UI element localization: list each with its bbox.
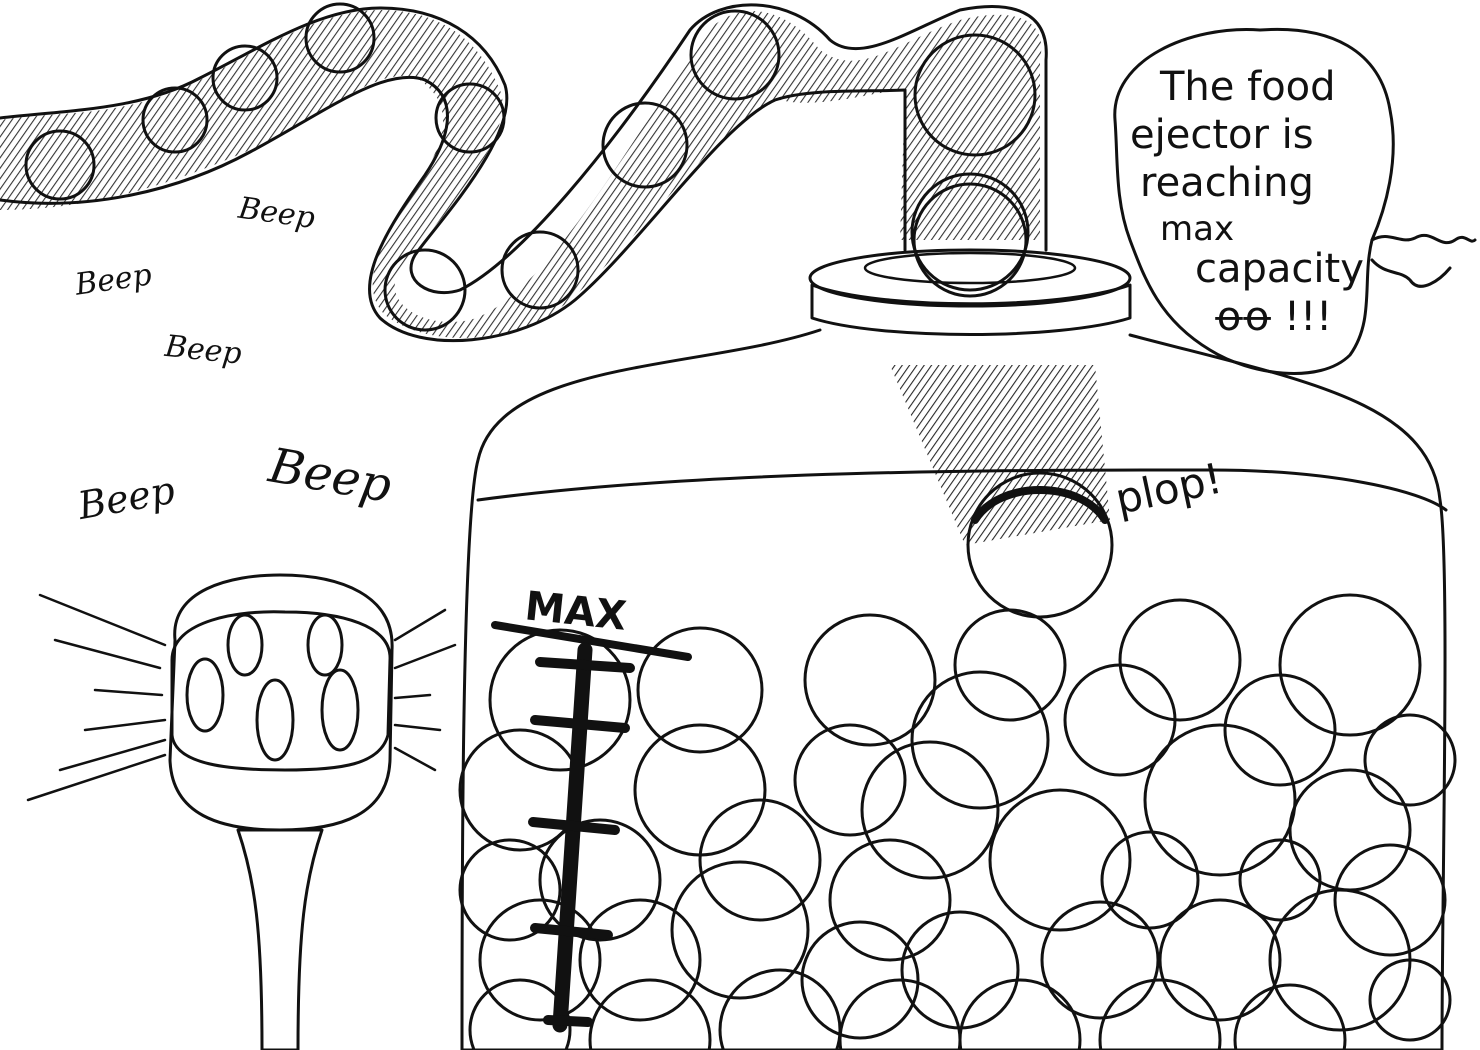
- food-ball: [800, 920, 920, 1040]
- plop-sfx: plop!: [1111, 454, 1226, 524]
- food-ball: [1238, 838, 1322, 922]
- food-ball: [698, 798, 822, 922]
- sensor-light: [320, 668, 360, 752]
- collar-inner: [863, 251, 1077, 285]
- bubble-outline: [1113, 27, 1395, 375]
- food-ball: [803, 613, 937, 747]
- food-ball: [458, 838, 562, 942]
- sensor-glow-lines: [26, 593, 457, 802]
- food-ball: [913, 33, 1037, 157]
- food-ball: [953, 608, 1067, 722]
- food-ball: [500, 230, 580, 310]
- food-ball: [1158, 898, 1282, 1022]
- bubble-tail-squiggle: [1370, 234, 1477, 288]
- bubble-line-6: ꝋꝋ !!!: [1215, 294, 1332, 340]
- food-ball: [1233, 983, 1347, 1050]
- bubble-line-2: ejector is: [1130, 112, 1314, 158]
- beep-sfx: Beep: [162, 329, 243, 372]
- max-gauge: MAX: [491, 583, 692, 1033]
- bubble-line-1: The food: [1159, 64, 1336, 110]
- gauge-column: [552, 642, 593, 1033]
- food-ball: [633, 723, 767, 857]
- food-ball: [434, 82, 506, 154]
- food-ball: [141, 86, 209, 154]
- beep-sfx: Beep: [264, 437, 396, 514]
- food-ball: [601, 101, 689, 189]
- food-ball: [1288, 768, 1412, 892]
- food-ball: [689, 9, 781, 101]
- food-ball: [304, 2, 376, 74]
- tube-shading: [0, 10, 1042, 338]
- sensor-window: [170, 610, 392, 772]
- food-ball: [1333, 843, 1447, 957]
- ball-shadow-arc: [971, 486, 1109, 524]
- food-ball: [488, 628, 632, 772]
- food-ball: [468, 978, 572, 1050]
- beep-sfx: Beep: [72, 257, 154, 302]
- food-ball: [838, 978, 962, 1050]
- food-ball: [910, 670, 1050, 810]
- food-ball: [910, 172, 1030, 292]
- beeping-sensor: [26, 573, 457, 1050]
- sensor-stem: [236, 828, 324, 1050]
- tube-food-balls: [24, 2, 1037, 332]
- falling-food-ball: [890, 365, 1114, 619]
- gauge-top-line: [491, 621, 692, 661]
- food-ball-in-collar: [912, 182, 1028, 298]
- food-ball: [1098, 978, 1222, 1050]
- beep-sfx: Beep: [74, 468, 178, 528]
- sensor-light: [306, 613, 344, 677]
- food-ball: [538, 818, 662, 942]
- food-ball: [1368, 958, 1452, 1042]
- food-ball: [1268, 888, 1412, 1032]
- collar-ridges: [810, 283, 1132, 336]
- food-ball: [1063, 663, 1177, 777]
- gauge-tick: [543, 1015, 593, 1027]
- food-ball: [670, 860, 810, 1000]
- container-body: [460, 328, 1447, 1050]
- food-ball: [588, 978, 712, 1050]
- food-ball: [958, 978, 1082, 1050]
- food-ball: [966, 471, 1114, 619]
- food-ball: [1223, 673, 1337, 787]
- food-ball: [718, 968, 842, 1050]
- food-ball: [1040, 900, 1160, 1020]
- food-ball: [578, 898, 702, 1022]
- tube-outline-bottom: [0, 75, 907, 343]
- food-ball-pile: [458, 593, 1457, 1050]
- food-ball: [478, 898, 602, 1022]
- food-ball: [860, 740, 1000, 880]
- food-ball: [793, 723, 907, 837]
- food-ball: [383, 248, 467, 332]
- speech-bubble: The food ejector is reaching max capacit…: [1113, 27, 1477, 375]
- food-ball: [211, 44, 279, 112]
- sensor-head: [168, 573, 394, 832]
- food-ball: [1363, 713, 1457, 807]
- sensor-light: [255, 678, 295, 762]
- bubble-line-3: reaching: [1140, 160, 1314, 206]
- food-ball: [1278, 593, 1422, 737]
- bubble-line-5: capacity: [1195, 246, 1364, 292]
- bubble-line-4: max: [1160, 209, 1234, 249]
- motion-streak: [890, 365, 1110, 545]
- gauge-tick: [528, 817, 620, 835]
- food-ball: [636, 626, 764, 754]
- food-ball: [988, 788, 1132, 932]
- beep-sfx: Beep: [235, 191, 317, 236]
- tube-outline-top: [0, 3, 1048, 295]
- sensor-light: [185, 657, 225, 733]
- food-ball: [24, 129, 96, 201]
- gauge-tick: [535, 657, 635, 673]
- gauge-tick: [530, 715, 630, 733]
- food-ball: [900, 910, 1020, 1030]
- food-ball: [1118, 598, 1242, 722]
- sensor-light: [226, 613, 264, 677]
- food-ball: [1143, 723, 1297, 877]
- collar-top: [808, 248, 1132, 308]
- feeding-tube: [0, 3, 1048, 343]
- gauge-tick: [530, 923, 613, 940]
- gauge-max-label: MAX: [523, 583, 629, 639]
- food-ball: [828, 838, 952, 962]
